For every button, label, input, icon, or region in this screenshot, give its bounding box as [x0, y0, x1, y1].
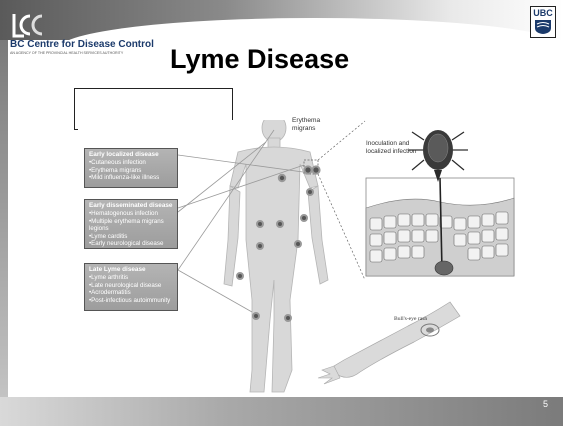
inoculation-line-2: localized infection [366, 148, 416, 156]
stage-heading: Early localized disease [89, 151, 173, 159]
ubc-logo-text: UBC [531, 8, 555, 18]
stage-heading: Late Lyme disease [89, 266, 173, 274]
org-name: BC Centre for Disease Control [10, 39, 154, 50]
stage-item: Acrodermatitis [89, 289, 173, 297]
page-number: 5 [543, 399, 548, 409]
ubc-crest-icon: UBC [530, 6, 556, 38]
stage-item: Late neurological disease [89, 282, 173, 290]
erythema-migrans-label: Erythema migrans [292, 117, 320, 133]
stage-heading: Early disseminated disease [89, 202, 173, 210]
slide-title: Lyme Disease [170, 44, 349, 75]
stage-item: Post-infectious autoimmunity [89, 297, 173, 305]
arm-illustration [318, 302, 460, 384]
bccdc-logo-icon [10, 10, 46, 40]
erythema-line-2: migrans [292, 125, 320, 133]
footer-band [0, 397, 563, 426]
stage-item: Hematogenous infection [89, 210, 173, 218]
inoculation-label: Inoculation and localized infection [366, 140, 416, 156]
stage-item: Lyme carditis [89, 233, 173, 241]
stage-item: Early neurological disease [89, 240, 173, 248]
stage-box-early-localized: Early localized disease Cutaneous infect… [84, 148, 178, 188]
stage-box-late-lyme: Late Lyme disease Lyme arthritis Late ne… [84, 263, 178, 311]
stage-box-early-disseminated: Early disseminated disease Hematogenous … [84, 199, 178, 249]
stage-item: Mild influenza-like illness [89, 174, 173, 182]
org-tagline: AN AGENCY OF THE PROVINCIAL HEALTH SERVI… [10, 51, 123, 55]
erythema-line-1: Erythema [292, 117, 320, 125]
stage-item: Lyme arthritis [89, 274, 173, 282]
stage-item: Erythema migrans [89, 167, 173, 175]
tick-icon [408, 130, 468, 182]
bullseye-rash-label: Bull's-eye rash [394, 316, 427, 322]
stage-item: Multiple erythema migrans legions [89, 218, 173, 233]
inoculation-line-1: Inoculation and [366, 140, 416, 148]
stage-item: Cutaneous infection [89, 159, 173, 167]
left-accent-bar [0, 40, 8, 426]
